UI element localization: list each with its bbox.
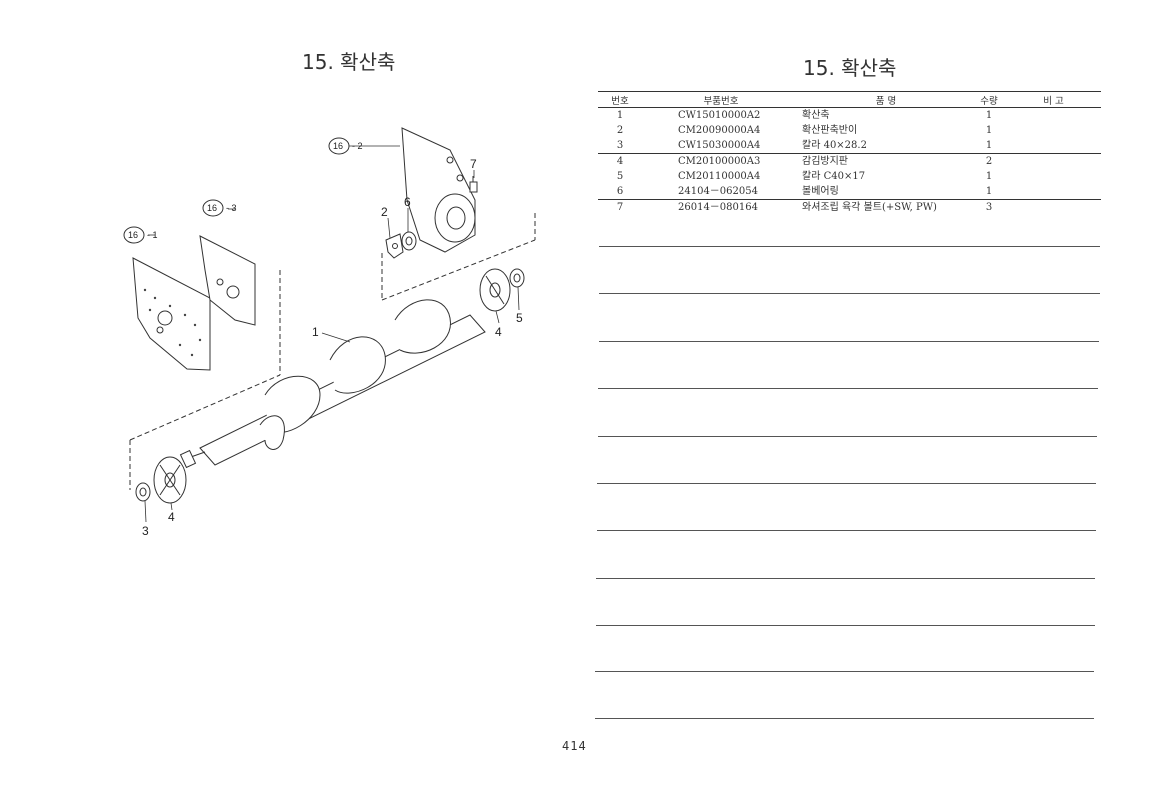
blank-rule-line	[599, 293, 1100, 294]
cell-remarks	[1006, 200, 1101, 216]
cell-name: 감김방지판	[802, 156, 848, 167]
cell-name: 확산판축반이	[802, 125, 858, 136]
callout-2: 2	[381, 205, 388, 219]
blank-rule-line	[597, 530, 1096, 531]
svg-text:16: 16	[207, 203, 217, 213]
cell-no: 1	[616, 110, 624, 121]
exploded-parts-diagram: 1 2 3 4 4 5 6 7 16 - 2 16 - 3 16 - 1	[123, 127, 536, 538]
ref-16-1: 16 - 1	[123, 226, 158, 244]
cell-qty: 1	[985, 171, 993, 182]
cell-no: 4	[616, 156, 624, 167]
callout-7: 7	[470, 157, 477, 171]
cell-no: 3	[598, 138, 642, 154]
cell-part-no: CM20100000A3	[678, 156, 761, 167]
side-plate-middle	[199, 235, 256, 326]
svg-text:16: 16	[333, 141, 343, 151]
svg-text:- 1: - 1	[147, 230, 158, 240]
cell-qty: 1	[972, 184, 1006, 200]
header-name: 품 명	[800, 91, 972, 108]
page-number: 414	[562, 739, 587, 753]
cell-part-no: CM20090000A4	[678, 125, 761, 136]
cell-remarks	[1006, 184, 1101, 200]
cell-part-no: 26014－080164	[678, 202, 758, 213]
svg-text:- 3: - 3	[226, 203, 237, 213]
blank-rule-line	[597, 483, 1096, 484]
blank-rule-line	[595, 718, 1094, 719]
cell-no: 5	[616, 171, 624, 182]
collar-left	[135, 482, 151, 502]
blank-rule-line	[599, 246, 1100, 247]
cell-no: 7	[616, 202, 624, 213]
bearing-housing-cover	[401, 127, 476, 253]
header-no: 번호	[598, 91, 642, 108]
cell-qty: 1	[985, 110, 993, 121]
header-part-no: 부품번호	[642, 91, 800, 108]
cell-name: 볼베어링	[800, 184, 972, 200]
callout-3: 3	[142, 524, 149, 538]
table-header-row: 번호 부품번호 품 명 수량 비 고	[598, 91, 1101, 108]
left-page-title: 15. 확산축	[302, 50, 396, 74]
table-row: 3 CW15030000A4 칼라 40×28.2 1	[598, 138, 1101, 154]
ball-bearing	[401, 231, 417, 251]
blank-rule-line	[599, 341, 1099, 342]
anti-wrap-plate-left	[153, 456, 187, 504]
svg-text:- 2: - 2	[352, 141, 363, 151]
header-qty: 수량	[972, 91, 1006, 108]
collar-right	[509, 268, 525, 288]
cell-name: 칼라 C40×17	[802, 171, 866, 182]
cell-remarks	[1006, 154, 1101, 170]
table-row: 2 CM20090000A4 확산판축반이 1	[598, 123, 1101, 138]
auger-shaft	[179, 299, 486, 469]
cell-no: 6	[598, 184, 642, 200]
cell-remarks	[1006, 123, 1101, 138]
table-row: 4 CM20100000A3 감김방지판 2	[598, 154, 1101, 170]
cell-name: 확산축	[802, 110, 830, 121]
hex-bolt	[469, 176, 478, 193]
cell-no: 2	[616, 125, 624, 136]
svg-text:16: 16	[128, 230, 138, 240]
cell-part-no: 24104－062054	[642, 184, 800, 200]
cell-qty: 2	[985, 156, 993, 167]
callout-1: 1	[312, 325, 319, 339]
cell-qty: 1	[985, 125, 993, 136]
cell-remarks	[1006, 108, 1101, 124]
cell-part-no: CM20110000A4	[678, 171, 761, 182]
table-row: 7 26014－080164 와셔조립 육각 볼트(+SW, PW) 3	[598, 200, 1101, 216]
blank-rule-line	[598, 388, 1098, 389]
table-row: 6 24104－062054 볼베어링 1	[598, 184, 1101, 200]
cell-remarks	[1006, 169, 1101, 184]
ref-16-2: 16 - 2	[328, 137, 363, 155]
blank-rule-line	[598, 436, 1097, 437]
callout-4-right: 4	[495, 325, 502, 339]
blank-rule-line	[596, 625, 1095, 626]
anti-wrap-plate-right	[479, 268, 511, 312]
callout-6: 6	[404, 195, 411, 209]
callout-4-left: 4	[168, 510, 175, 524]
cell-qty: 1	[972, 138, 1006, 154]
shaft-bracket	[385, 233, 404, 259]
blank-rule-line	[595, 671, 1094, 672]
ref-16-3: 16 - 3	[202, 199, 237, 217]
cell-part-no: CW15030000A4	[642, 138, 800, 154]
callout-5: 5	[516, 311, 523, 325]
cell-name: 와셔조립 육각 볼트(+SW, PW)	[802, 202, 937, 213]
table-row: 1 CW15010000A2 확산축 1	[598, 108, 1101, 124]
cell-qty: 3	[985, 202, 993, 213]
cell-remarks	[1006, 138, 1101, 154]
table-row: 5 CM20110000A4 칼라 C40×17 1	[598, 169, 1101, 184]
blank-rule-line	[596, 578, 1095, 579]
side-plate-left	[132, 257, 211, 371]
parts-table: 번호 부품번호 품 명 수량 비 고 1 CW15010000A2 확산축 1 …	[598, 91, 1101, 215]
right-page-title: 15. 확산축	[803, 56, 897, 80]
cell-part-no: CW15010000A2	[678, 110, 761, 121]
header-remarks: 비 고	[1006, 91, 1101, 108]
cell-name: 칼라 40×28.2	[800, 138, 972, 154]
